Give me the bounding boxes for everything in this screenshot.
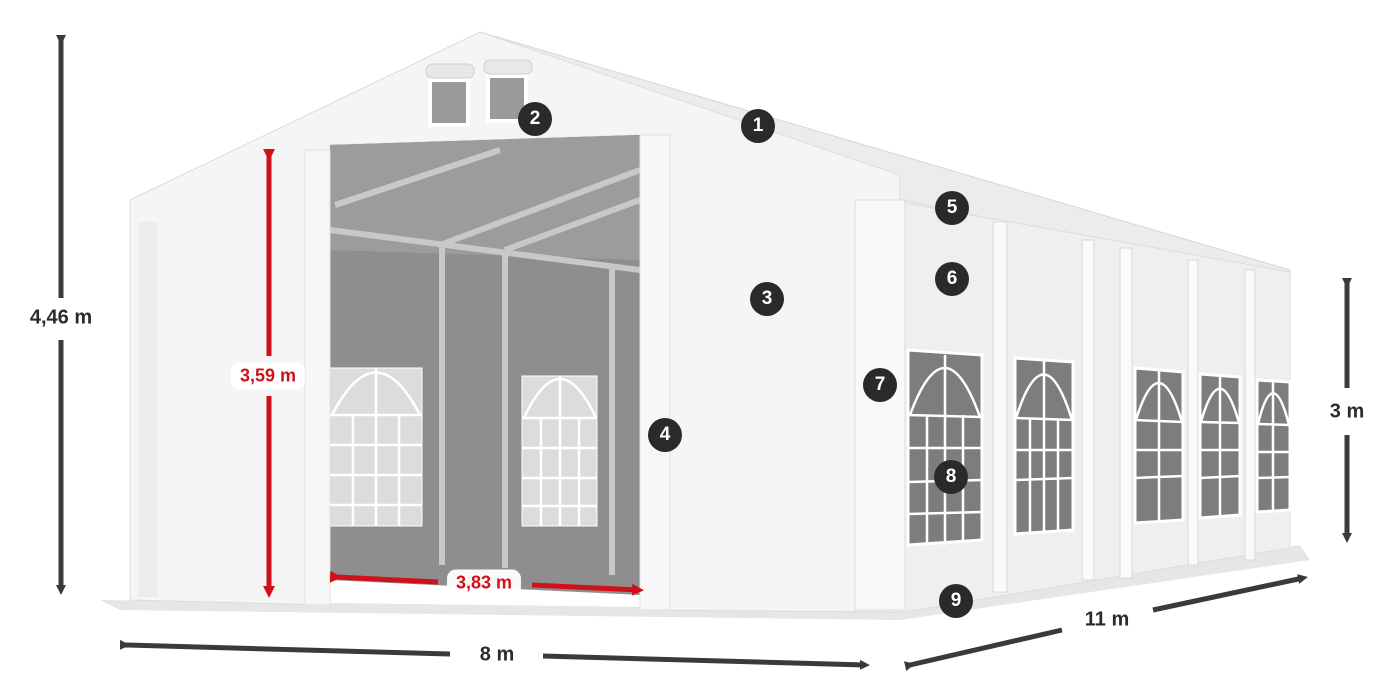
marker-2-vent-window: 2 xyxy=(518,102,552,136)
marker-5-eave: 5 xyxy=(935,191,969,225)
marker-9-skirt: 9 xyxy=(939,584,973,618)
corner-post-right xyxy=(854,199,906,611)
length-label: 11 m xyxy=(1074,604,1140,636)
corner-post-left xyxy=(138,222,158,597)
marker-7-corner-post: 7 xyxy=(863,368,897,402)
dimension-arrows xyxy=(56,35,1352,671)
door-dimension-arrows xyxy=(263,149,644,598)
steel-frame xyxy=(329,147,642,575)
marker-8-side-window: 8 xyxy=(934,460,968,494)
marker-4-door-fastener: 4 xyxy=(648,418,682,452)
width-label: 8 m xyxy=(469,639,525,671)
door-height-label: 3,59 m xyxy=(230,362,306,390)
marker-1-roof: 1 xyxy=(741,109,775,143)
side-height-label: 3 m xyxy=(1319,396,1375,428)
side-wall-posts xyxy=(992,221,1256,593)
marker-6-upper-wall: 6 xyxy=(935,262,969,296)
marker-3-gable-wall: 3 xyxy=(750,282,784,316)
door-flap-right xyxy=(639,134,671,611)
door-flap-left xyxy=(304,149,331,606)
door-width-label: 3,83 m xyxy=(446,569,522,597)
ground-shadow xyxy=(100,545,1310,620)
total-height-label: 4,46 m xyxy=(19,302,103,334)
vent-window-left xyxy=(428,78,470,127)
